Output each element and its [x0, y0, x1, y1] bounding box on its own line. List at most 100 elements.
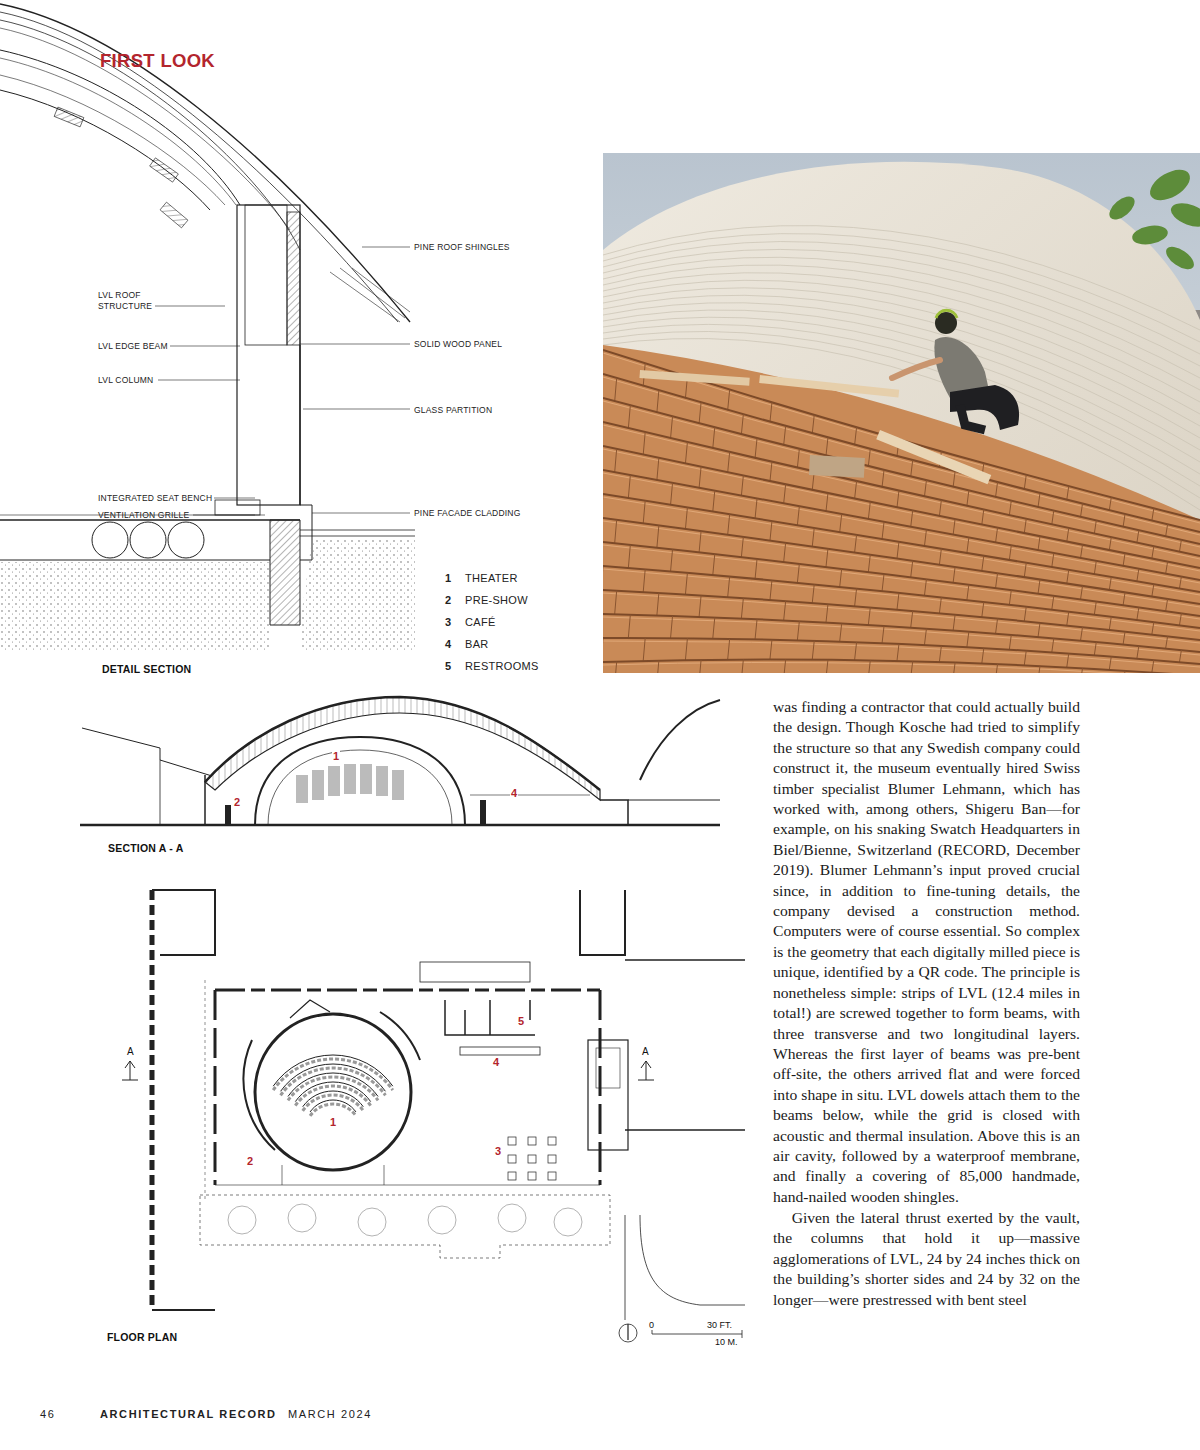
- shingle-joint: [1152, 546, 1154, 559]
- key-text: CAFÉ: [465, 616, 496, 628]
- shingle-joint: [1067, 528, 1069, 542]
- shingle-joint: [1152, 622, 1154, 635]
- shingle-joint: [741, 660, 743, 673]
- shingle-joint: [924, 530, 926, 546]
- shingle-joint: [615, 520, 617, 544]
- shingle-joint: [868, 449, 870, 467]
- tree-leaves: [1105, 164, 1200, 274]
- key-text: PRE-SHOW: [465, 594, 528, 606]
- shingle-joint: [628, 615, 630, 638]
- shingle-joint: [1094, 520, 1096, 534]
- shingle-joint: [882, 626, 884, 643]
- shingle-joint: [699, 402, 701, 423]
- section-marker: A: [127, 1046, 134, 1057]
- shingle-joint: [685, 442, 687, 464]
- shingle-joint: [1123, 671, 1125, 673]
- shingle-joint: [1038, 623, 1040, 637]
- shingle-joint: [1081, 545, 1083, 559]
- shingle-joint: [713, 617, 715, 638]
- callout-label: LVL ROOF STRUCTURE: [98, 290, 160, 312]
- shingle-joint: [1052, 638, 1054, 652]
- shingle-joint: [967, 585, 969, 601]
- body-text: was finding a contractor that could actu…: [773, 697, 1080, 1207]
- shingle-joint: [755, 438, 757, 458]
- shingle-joint: [1166, 599, 1168, 611]
- shingle-joint: [1152, 584, 1154, 597]
- callout-number: 2: [233, 796, 241, 808]
- shingle-joint: [812, 528, 814, 547]
- shingle-joint: [911, 561, 913, 578]
- shingle-joint: [1137, 646, 1139, 659]
- shingle-joint: [1024, 519, 1026, 534]
- shingle-joint: [770, 521, 772, 541]
- shingle-joint: [967, 538, 969, 554]
- shingle-joint: [728, 577, 730, 598]
- shingle-row: [603, 494, 1200, 592]
- key-number: 5: [445, 660, 451, 672]
- shingle-joint: [755, 559, 757, 579]
- scale-text: 30 FT.: [707, 1320, 732, 1330]
- callout-label: SOLID WOOD PANEL: [414, 339, 502, 350]
- floor-plan-drawing: [122, 890, 745, 1342]
- shingle-joint: [741, 537, 743, 557]
- shingle-joint: [628, 405, 630, 428]
- shingle-highlight: [603, 473, 1200, 583]
- shingle-joint: [982, 556, 984, 571]
- key-text: THEATER: [465, 572, 518, 584]
- shingle-joint: [615, 591, 617, 615]
- shingle-row: [603, 518, 1200, 604]
- shingle-joint: [797, 506, 799, 525]
- callout-label: GLASS PARTITION: [414, 405, 492, 416]
- shingle-joint: [868, 660, 870, 673]
- callout-label: PINE FACADE CLADDING: [414, 508, 521, 519]
- shingle-joint: [1024, 475, 1026, 490]
- shingle-joint: [797, 449, 799, 468]
- shingle-joint: [1152, 508, 1154, 521]
- section-marker: A: [642, 1046, 649, 1057]
- shingle-joint: [1137, 530, 1139, 543]
- shingle-joint: [1024, 651, 1026, 666]
- page-title: FIRST LOOK: [100, 50, 215, 72]
- shingle-joint: [996, 482, 998, 497]
- shingle-joint: [939, 549, 941, 565]
- shingle-joint: [897, 593, 899, 610]
- shingle-joint: [1038, 536, 1040, 550]
- shingle-joint: [657, 661, 659, 673]
- folio-text: ARCHITECTURAL RECORD: [100, 1408, 277, 1420]
- shingle-highlight: [603, 497, 1200, 595]
- dome-texture: [603, 234, 1200, 342]
- shingle-highlight: [603, 662, 1200, 673]
- folio-text: MARCH 2024: [288, 1408, 372, 1420]
- shingle-joint: [1123, 592, 1125, 605]
- shingle-joint: [812, 641, 814, 660]
- shingle-joint: [628, 475, 630, 498]
- shingle-joint: [615, 662, 617, 673]
- shingle-joint: [1081, 504, 1083, 518]
- shingle-joint: [671, 549, 673, 571]
- shingle-joint: [615, 378, 617, 402]
- shingle-joint: [939, 597, 941, 613]
- shingle-joint: [882, 574, 884, 591]
- shingle-joint: [728, 452, 730, 473]
- shingle-joint: [713, 427, 715, 448]
- shingle-joint: [826, 604, 828, 623]
- shingle-joint: [953, 471, 955, 487]
- shingle-row: [603, 446, 1200, 568]
- scale-text: 10 M.: [715, 1337, 738, 1347]
- shingle-joint: [1067, 486, 1069, 500]
- key-number: 2: [445, 594, 451, 606]
- shingle-joint: [855, 642, 857, 660]
- shingle-joint: [699, 660, 701, 673]
- shingle-joint: [868, 608, 870, 626]
- body-text: Given the lateral thrust exerted by the …: [773, 1208, 1080, 1310]
- shingle-joint: [1024, 563, 1026, 578]
- shingle-joint: [1137, 607, 1139, 620]
- callout-number: 2: [246, 1155, 254, 1167]
- seating-row: [288, 1073, 378, 1096]
- shingle-joint: [1166, 524, 1168, 536]
- shingle-row: [603, 566, 1200, 628]
- worker: [892, 310, 1019, 430]
- shingle-joint: [685, 573, 687, 595]
- shingle-joint: [1052, 511, 1054, 525]
- shingle-joint: [953, 519, 955, 535]
